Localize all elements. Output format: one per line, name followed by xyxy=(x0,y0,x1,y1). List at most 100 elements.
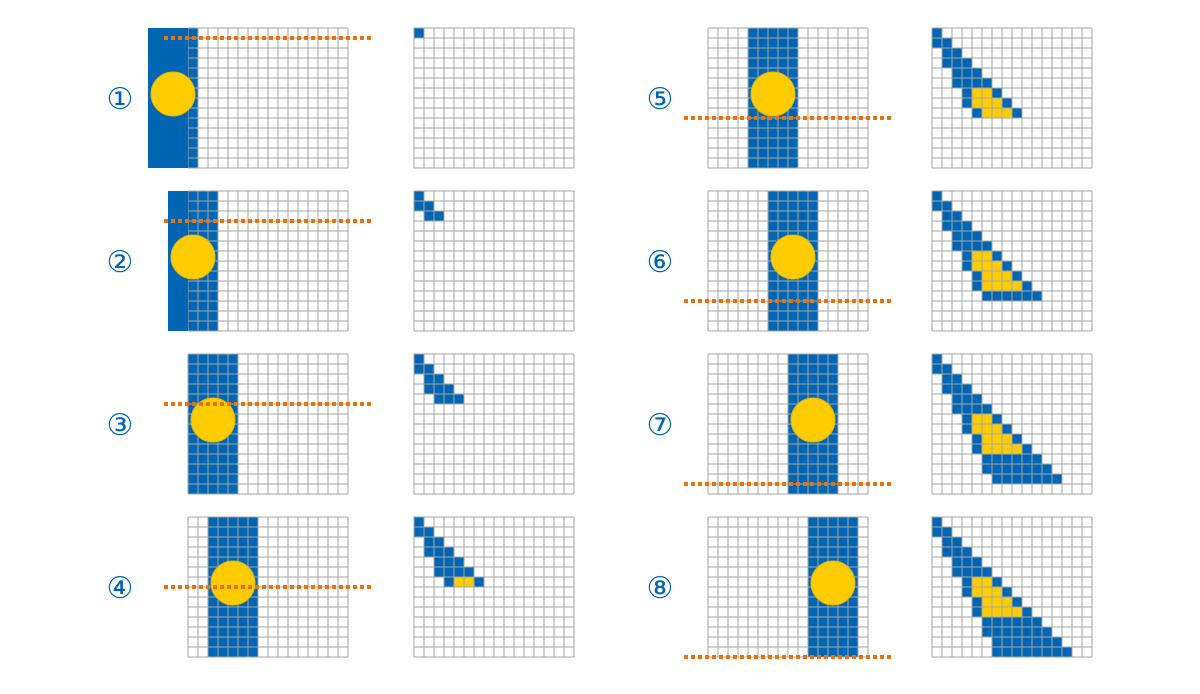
output-cell-blue xyxy=(951,536,963,548)
output-cell-blue xyxy=(473,576,485,588)
output-cell-blue xyxy=(1021,463,1033,475)
output-cell-blue xyxy=(991,463,1003,475)
output-cell-blue xyxy=(991,616,1003,628)
output-cell-blue xyxy=(931,200,943,212)
output-cell-blue xyxy=(941,37,953,49)
output-cell-blue xyxy=(951,77,963,89)
output-cell-blue xyxy=(941,200,953,212)
output-cell-blue xyxy=(1041,636,1053,648)
output-cell-blue xyxy=(961,67,973,79)
output-cell-yellow xyxy=(971,576,983,588)
output-cell-blue xyxy=(1031,646,1043,658)
output-cell-blue xyxy=(1021,646,1033,658)
output-cell-blue xyxy=(981,453,993,465)
output-cell-yellow xyxy=(981,97,993,109)
output-cell-yellow xyxy=(991,606,1003,618)
output-cell-blue xyxy=(1031,463,1043,475)
output-cell-yellow xyxy=(971,586,983,598)
output-cell-blue xyxy=(433,210,445,222)
output-cell-yellow xyxy=(1001,443,1013,455)
output-cell-blue xyxy=(941,47,953,59)
output-cell-blue xyxy=(931,526,943,538)
output-cell-blue xyxy=(1031,636,1043,648)
output-cell-blue xyxy=(971,393,983,405)
output-cell-yellow xyxy=(1011,280,1023,292)
output-cell-blue xyxy=(961,240,973,252)
output-cell-yellow xyxy=(981,443,993,455)
yellow-circle xyxy=(770,234,816,280)
output-cell-blue xyxy=(941,383,953,395)
output-cell-blue xyxy=(413,516,425,528)
output-cell-blue xyxy=(423,363,435,375)
step-number-label: ④ xyxy=(107,571,134,606)
output-cell-blue xyxy=(931,353,943,365)
output-cell-blue xyxy=(971,443,983,455)
step-number-label: ⑧ xyxy=(647,571,674,606)
output-cell-blue xyxy=(1051,646,1063,658)
output-cell-blue xyxy=(1011,290,1023,302)
output-cell-blue xyxy=(991,87,1003,99)
step-panel: ② xyxy=(107,190,575,332)
output-cell-blue xyxy=(941,363,953,375)
output-cell-yellow xyxy=(981,270,993,282)
output-cell-blue xyxy=(961,576,973,588)
output-cell-blue xyxy=(971,280,983,292)
output-cell-blue xyxy=(1001,290,1013,302)
output-cell-blue xyxy=(991,473,1003,485)
output-cell-yellow xyxy=(1001,270,1013,282)
output-cell-blue xyxy=(981,77,993,89)
output-cell-blue xyxy=(1021,473,1033,485)
output-cell-blue xyxy=(1011,107,1023,119)
output-cell-yellow xyxy=(981,413,993,425)
output-cell-blue xyxy=(931,190,943,202)
output-cell-blue xyxy=(1041,463,1053,475)
output-cell-blue xyxy=(1021,290,1033,302)
output-cell-yellow xyxy=(1001,606,1013,618)
output-cell-yellow xyxy=(981,107,993,119)
output-cell-blue xyxy=(971,556,983,568)
output-cell-yellow xyxy=(981,423,993,435)
output-cell-blue xyxy=(991,646,1003,658)
output-cell-blue xyxy=(961,546,973,558)
output-cell-yellow xyxy=(981,87,993,99)
output-cell-blue xyxy=(453,556,465,568)
output-cell-blue xyxy=(1041,646,1053,658)
output-cell-blue xyxy=(463,566,475,578)
output-cell-blue xyxy=(453,393,465,405)
output-cell-blue xyxy=(413,526,425,538)
output-cell-blue xyxy=(991,636,1003,648)
output-cell-blue xyxy=(1021,606,1033,618)
output-cell-blue xyxy=(971,107,983,119)
output-cell-blue xyxy=(1021,453,1033,465)
output-cell-blue xyxy=(971,566,983,578)
output-cell-blue xyxy=(433,556,445,568)
step-number-label: ⑦ xyxy=(647,408,674,443)
output-cell-blue xyxy=(423,536,435,548)
output-cell-yellow xyxy=(991,433,1003,445)
step-panel: ⑧ xyxy=(647,516,1093,659)
output-cell-yellow xyxy=(1001,433,1013,445)
output-cell-blue xyxy=(1031,473,1043,485)
output-cell-blue xyxy=(941,526,953,538)
output-cell-blue xyxy=(941,546,953,558)
output-cell-blue xyxy=(941,210,953,222)
output-cell-yellow xyxy=(991,107,1003,119)
output-cell-blue xyxy=(1001,586,1013,598)
output-cell-yellow xyxy=(1001,596,1013,608)
output-cell-blue xyxy=(981,463,993,475)
step-number-label: ⑥ xyxy=(647,245,674,280)
output-cell-blue xyxy=(961,250,973,262)
output-cell-blue xyxy=(941,373,953,385)
output-cell-blue xyxy=(981,626,993,638)
step-panel: ① xyxy=(107,27,575,169)
output-cell-blue xyxy=(1031,626,1043,638)
output-cell-blue xyxy=(423,200,435,212)
output-cell-yellow xyxy=(991,280,1003,292)
output-cell-blue xyxy=(1001,423,1013,435)
output-cell-yellow xyxy=(971,413,983,425)
output-cell-yellow xyxy=(971,260,983,272)
output-cell-blue xyxy=(433,393,445,405)
yellow-circle xyxy=(150,71,196,117)
step-number-label: ⑤ xyxy=(647,82,674,117)
step-number-label: ③ xyxy=(107,408,134,443)
